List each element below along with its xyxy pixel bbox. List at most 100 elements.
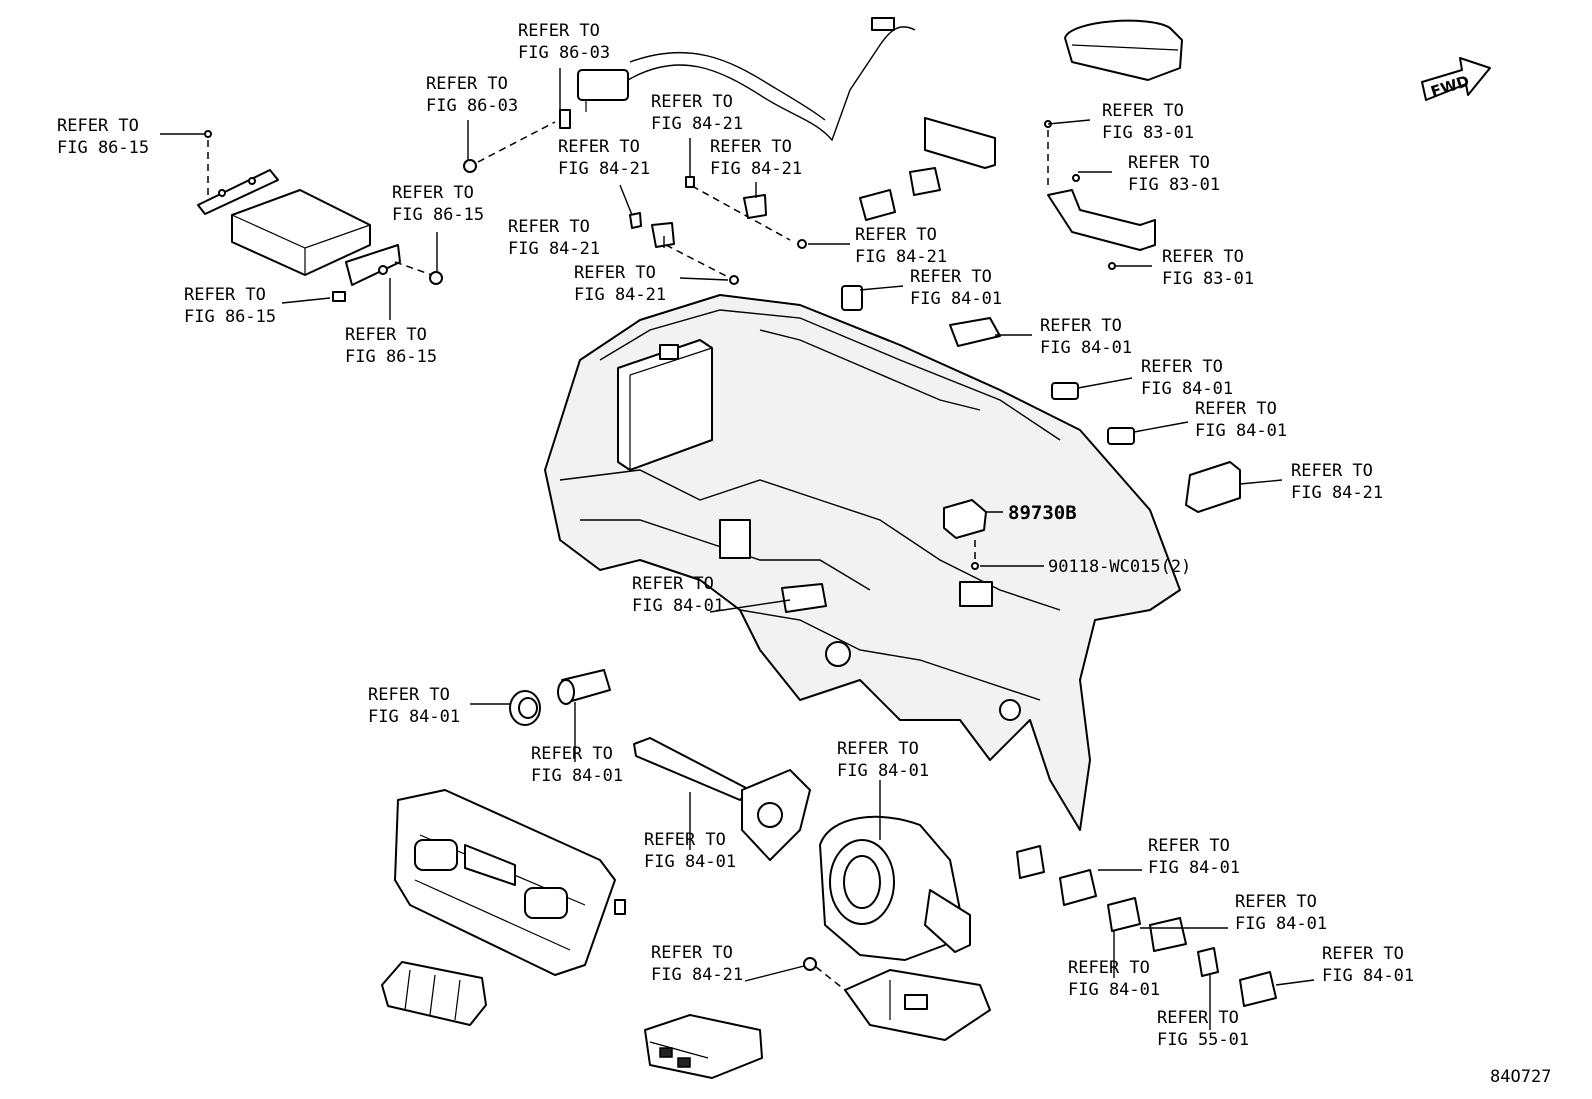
svg-text:REFER TO: REFER TO (1102, 101, 1184, 121)
svg-text:FIG 84-01: FIG 84-01 (1322, 966, 1414, 986)
svg-text:FIG 86-03: FIG 86-03 (426, 96, 518, 116)
svg-text:FIG 84-21: FIG 84-21 (651, 114, 743, 134)
ecu-box-assembly (197, 130, 443, 302)
forward-badge-text: FWD (1429, 72, 1472, 101)
svg-text:REFER TO: REFER TO (574, 263, 656, 283)
airbag-sensor-assembly (803, 957, 991, 1041)
combination-switch-lever (633, 737, 811, 861)
svg-text:REFER TO: REFER TO (1141, 357, 1223, 377)
svg-text:FIG 55-01: FIG 55-01 (1157, 1030, 1249, 1050)
svg-text:FIG 86-15: FIG 86-15 (184, 307, 276, 327)
svg-text:REFER TO: REFER TO (837, 739, 919, 759)
part-number-module[interactable]: 89730B (1008, 502, 1077, 524)
svg-text:FIG 86-03: FIG 86-03 (518, 43, 610, 63)
upper-right-housing (1044, 19, 1183, 270)
svg-text:FIG 84-21: FIG 84-21 (855, 247, 947, 267)
svg-text:FIG 83-01: FIG 83-01 (1102, 123, 1194, 143)
illustration-code: 84O727 (1490, 1067, 1551, 1087)
svg-text:REFER TO: REFER TO (368, 685, 450, 705)
clip-fasteners (629, 176, 807, 285)
svg-text:REFER TO: REFER TO (855, 225, 937, 245)
svg-text:FIG 84-01: FIG 84-01 (531, 766, 623, 786)
svg-text:REFER TO: REFER TO (710, 137, 792, 157)
svg-text:FIG 84-01: FIG 84-01 (632, 596, 724, 616)
svg-text:REFER TO: REFER TO (1128, 153, 1210, 173)
switch-parts-upper (841, 117, 1241, 513)
svg-text:REFER TO: REFER TO (518, 21, 600, 41)
svg-text:FIG 84-21: FIG 84-21 (651, 965, 743, 985)
part-number-screw[interactable]: 90118-WC015(2) (1048, 557, 1191, 577)
svg-text:REFER TO: REFER TO (1195, 399, 1277, 419)
svg-text:FIG 84-01: FIG 84-01 (644, 852, 736, 872)
spiral-cable-assembly (819, 815, 971, 961)
power-outlets (509, 669, 611, 726)
svg-text:REFER TO: REFER TO (426, 74, 508, 94)
svg-text:FIG 84-01: FIG 84-01 (1141, 379, 1233, 399)
svg-text:REFER TO: REFER TO (632, 574, 714, 594)
svg-text:REFER TO: REFER TO (651, 943, 733, 963)
svg-text:FIG 84-21: FIG 84-21 (1291, 483, 1383, 503)
svg-text:REFER TO: REFER TO (531, 744, 613, 764)
svg-text:REFER TO: REFER TO (1040, 316, 1122, 336)
svg-text:FIG 84-01: FIG 84-01 (1195, 421, 1287, 441)
svg-text:REFER TO: REFER TO (1157, 1008, 1239, 1028)
svg-text:REFER TO: REFER TO (1235, 892, 1317, 912)
svg-text:REFER TO: REFER TO (345, 325, 427, 345)
svg-text:FIG 83-01: FIG 83-01 (1128, 175, 1220, 195)
svg-text:FIG 84-21: FIG 84-21 (558, 159, 650, 179)
svg-text:FIG 84-01: FIG 84-01 (368, 707, 460, 727)
svg-text:REFER TO: REFER TO (508, 217, 590, 237)
svg-text:REFER TO: REFER TO (1291, 461, 1373, 481)
right-switches (1016, 845, 1277, 1007)
svg-text:FIG 84-01: FIG 84-01 (1040, 338, 1132, 358)
svg-text:FIG 84-21: FIG 84-21 (508, 239, 600, 259)
svg-text:REFER TO: REFER TO (57, 116, 139, 136)
wiring-harness (463, 17, 916, 173)
svg-text:REFER TO: REFER TO (1148, 836, 1230, 856)
svg-text:REFER TO: REFER TO (1162, 247, 1244, 267)
svg-text:FIG 84-01: FIG 84-01 (1235, 914, 1327, 934)
svg-text:FIG 86-15: FIG 86-15 (57, 138, 149, 158)
svg-text:FIG 84-01: FIG 84-01 (910, 289, 1002, 309)
svg-text:REFER TO: REFER TO (392, 183, 474, 203)
svg-text:REFER TO: REFER TO (558, 137, 640, 157)
lower-switch-pack (644, 1014, 763, 1079)
seat-heater-switch-block (381, 961, 487, 1026)
leader-lines (160, 68, 1315, 1030)
instrument-panel-reinforcement (544, 294, 1181, 831)
svg-text:FIG 83-01: FIG 83-01 (1162, 269, 1254, 289)
svg-text:FIG 84-21: FIG 84-21 (710, 159, 802, 179)
svg-text:REFER TO: REFER TO (184, 285, 266, 305)
